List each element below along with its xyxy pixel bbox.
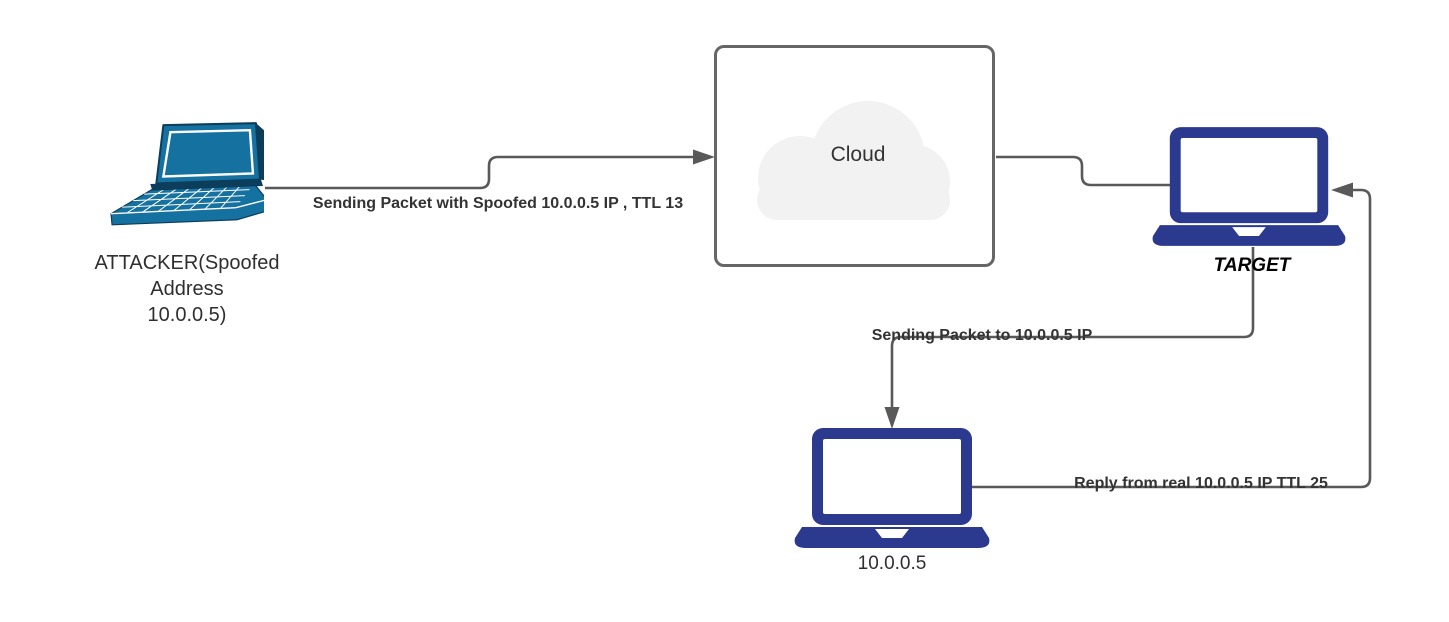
- edge-cloud-to-target: [996, 155, 1171, 187]
- cloud-label: Cloud: [830, 143, 886, 166]
- real-host-label: 10.0.0.5: [857, 553, 927, 574]
- edge-label-sending-packet: Sending Packet to 10.0.0.5 IP: [871, 327, 1093, 344]
- edge-attacker-to-cloud: [265, 149, 715, 190]
- target-label: TARGET: [1213, 255, 1291, 276]
- real-host-laptop-icon: [794, 428, 990, 548]
- attacker-laptop-icon: [110, 122, 264, 226]
- edge-label-spoofed-packet: Sending Packet with Spoofed 10.0.0.5 IP …: [312, 195, 684, 212]
- cloud-icon: [757, 101, 950, 220]
- edge-attacker-to-cloud-arrowhead-icon: [693, 149, 715, 165]
- edge-cloud-to-target-line: [996, 155, 1171, 187]
- attacker-label: ATTACKER(Spoofed Address 10.0.0.5): [94, 252, 280, 326]
- target-laptop-icon: [1152, 127, 1346, 246]
- edge-attacker-to-cloud-line: [265, 155, 693, 190]
- edge-label-reply: Reply from real 10.0.0.5 IP TTL 25: [1074, 475, 1328, 492]
